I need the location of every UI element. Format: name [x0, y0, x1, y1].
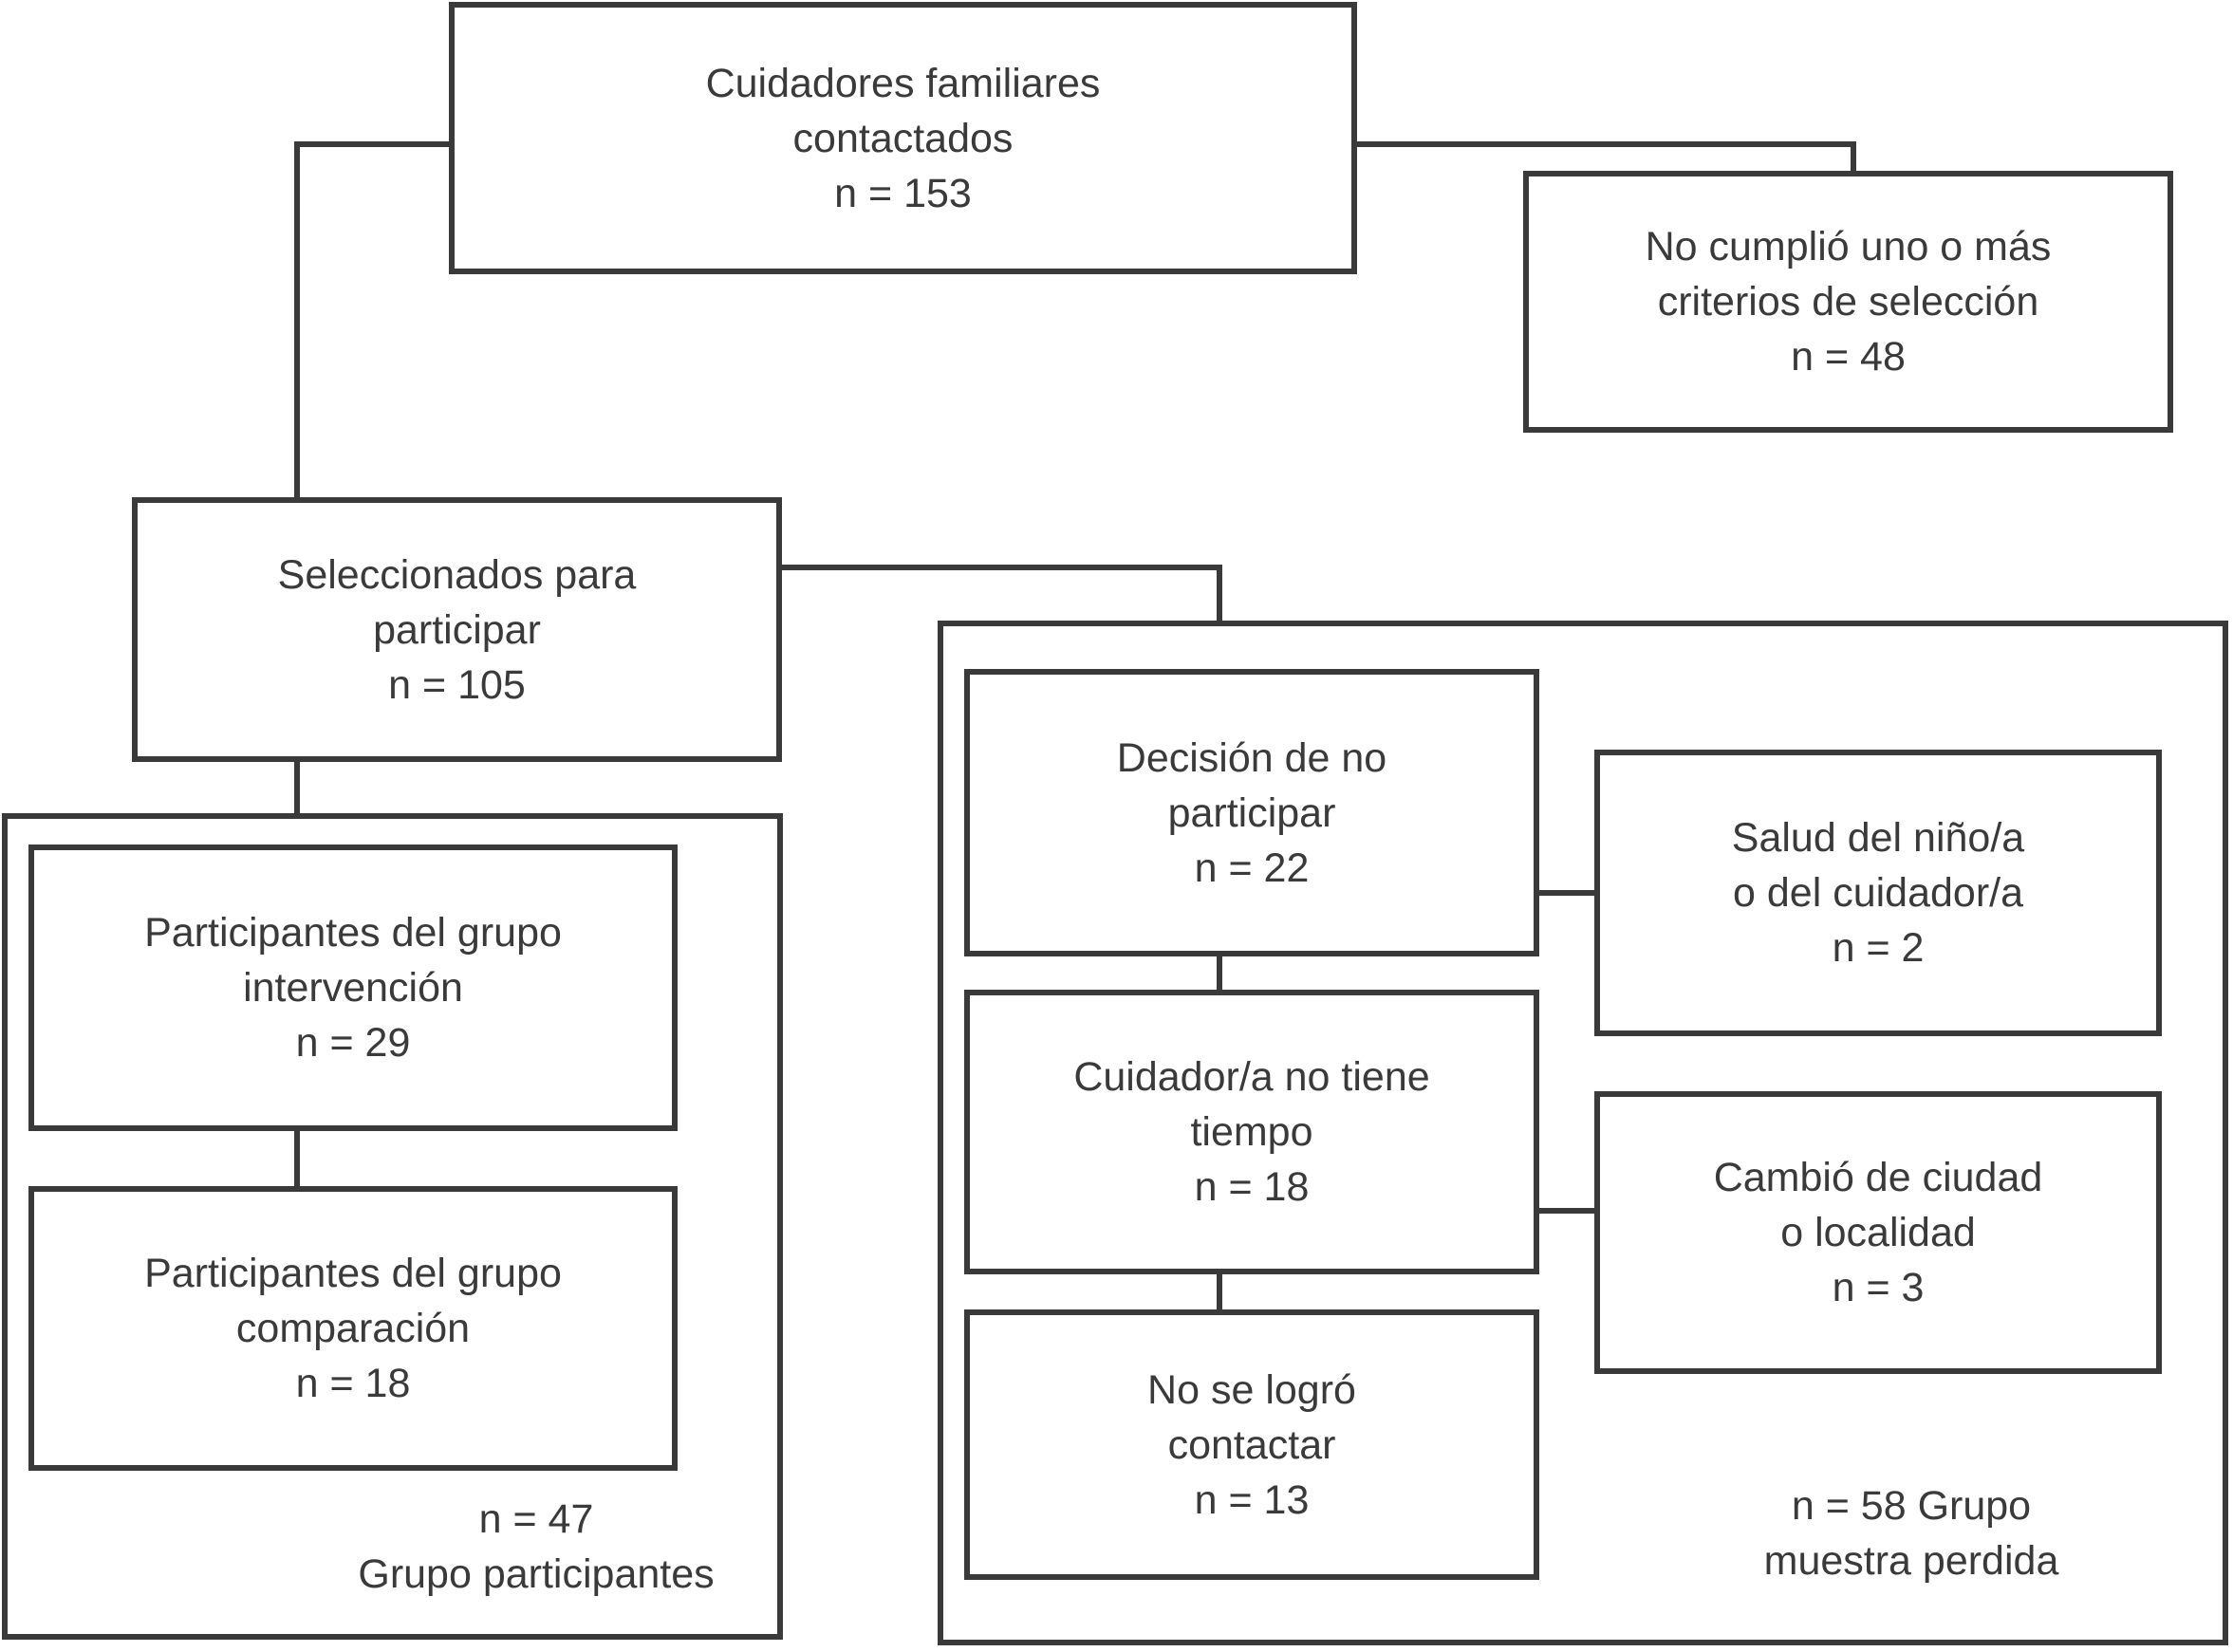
- box-line: contactar: [1167, 1421, 1336, 1468]
- box-line: participar: [1167, 789, 1336, 836]
- container-muestra-perdida: [938, 621, 2228, 1645]
- box-line: participar: [373, 606, 541, 653]
- box-line: n = 13: [1194, 1476, 1310, 1523]
- connector-seleccionados-to-right-container-vertical: [1217, 565, 1222, 623]
- box-decision-no-participar: Decisión de no participar n = 22: [964, 669, 1539, 956]
- box-line: n = 22: [1194, 845, 1310, 891]
- box-cuidador-no-tiempo: Cuidador/a no tiene tiempo n = 18: [964, 990, 1539, 1274]
- label-line: Grupo participantes: [358, 1551, 715, 1597]
- box-line: n = 29: [295, 1020, 411, 1066]
- label-muestra-perdida-total: n = 58 Grupo muestra perdida: [1764, 1478, 2059, 1588]
- label-line: muestra perdida: [1763, 1538, 2059, 1584]
- connector-seleccionados-to-left-container: [294, 759, 300, 816]
- box-line: n = 18: [1194, 1164, 1310, 1210]
- box-line: Salud del niño/a: [1731, 815, 2025, 861]
- box-line: n = 3: [1832, 1265, 1925, 1310]
- box-line: No se logró: [1147, 1366, 1356, 1413]
- connector-top-to-seleccionados-vertical: [294, 141, 300, 501]
- connector-decision-to-salud: [1535, 890, 1598, 896]
- box-line: Cuidador/a no tiene: [1073, 1054, 1430, 1100]
- connector-intervencion-to-comparacion: [294, 1129, 300, 1188]
- box-line: criterios de selección: [1657, 279, 2039, 325]
- box-line: contactados: [792, 115, 1014, 161]
- connector-cuidador-to-nocontacto: [1217, 1271, 1222, 1312]
- container-grupo-participantes: [2, 813, 783, 1640]
- box-line: No cumplió uno o más: [1645, 224, 2052, 269]
- box-line: intervención: [243, 965, 463, 1011]
- connector-cuidador-to-cambio: [1535, 1208, 1598, 1214]
- box-line: Seleccionados para: [277, 551, 637, 598]
- connector-seleccionados-to-right-container-horizontal: [778, 565, 1222, 570]
- box-line: comparación: [235, 1306, 471, 1351]
- box-salud-nino-cuidador: Salud del niño/a o del cuidador/a n = 2: [1594, 750, 2162, 1036]
- box-no-se-logro-contactar: No se logró contactar n = 13: [964, 1309, 1539, 1580]
- box-line: Decisión de no: [1116, 734, 1387, 781]
- box-grupo-intervencion: Participantes del grupo intervención n =…: [28, 845, 678, 1131]
- box-line: o localidad: [1780, 1210, 1976, 1255]
- box-line: Participantes del grupo: [144, 1251, 562, 1296]
- box-cuidadores-contactados: Cuidadores familiares contactados n = 15…: [449, 2, 1357, 274]
- box-line: tiempo: [1190, 1109, 1313, 1155]
- box-line: Participantes del grupo: [144, 910, 562, 956]
- connector-decision-to-cuidador: [1217, 955, 1222, 993]
- box-line: Cambió de ciudad: [1713, 1155, 2043, 1200]
- label-grupo-participantes-total: n = 47 Grupo participantes: [358, 1492, 714, 1602]
- box-line: n = 105: [388, 661, 526, 708]
- box-line: n = 2: [1832, 925, 1925, 971]
- box-line: Cuidadores familiares: [705, 60, 1101, 106]
- box-line: n = 48: [1791, 334, 1906, 380]
- connector-top-to-nocumplio-vertical: [1851, 141, 1856, 175]
- box-seleccionados-participar: Seleccionados para participar n = 105: [132, 497, 782, 762]
- box-cambio-ciudad: Cambió de ciudad o localidad n = 3: [1594, 1091, 2162, 1374]
- box-line: o del cuidador/a: [1733, 870, 2023, 916]
- connector-top-to-nocumplio-horizontal: [1351, 141, 1856, 147]
- box-line: n = 153: [834, 170, 972, 216]
- box-line: n = 18: [295, 1361, 411, 1406]
- box-no-cumplio-criterios: No cumplió uno o más criterios de selecc…: [1523, 171, 2173, 433]
- label-line: n = 58 Grupo: [1791, 1483, 2032, 1529]
- connector-top-to-seleccionados-horizontal: [294, 141, 455, 147]
- label-line: n = 47: [478, 1496, 594, 1542]
- box-grupo-comparacion: Participantes del grupo comparación n = …: [28, 1186, 678, 1471]
